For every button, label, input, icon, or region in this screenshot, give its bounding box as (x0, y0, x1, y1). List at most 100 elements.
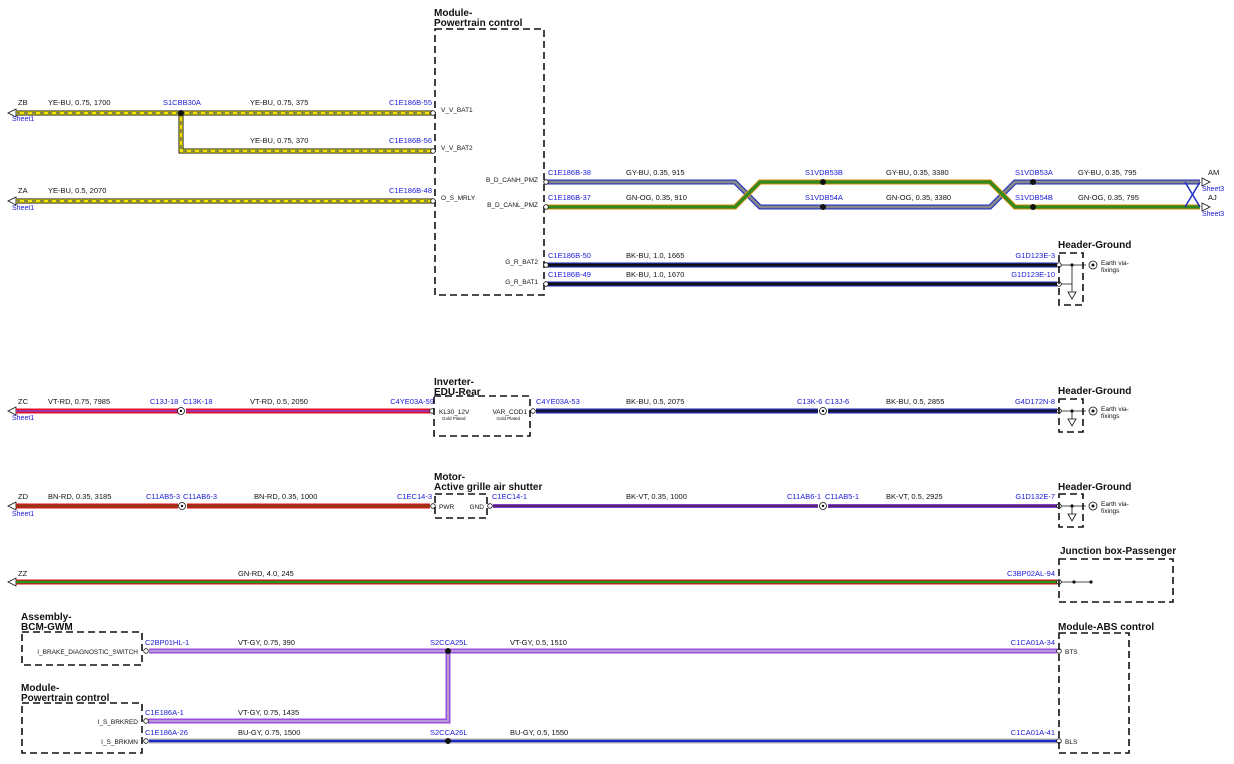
splice-s2cca26l[interactable]: S2CCA26L (430, 728, 468, 744)
connector-c4ye03a-53[interactable]: C4YE03A-53 (530, 397, 580, 414)
pcm-module-brake[interactable]: Module- Powertrain control I_S_BRKRED I_… (21, 683, 143, 754)
offsheet-aj[interactable]: AJ Sheet3 (1201, 193, 1224, 218)
wire-label-canl-1: GN-OG, 0.35, 910 (626, 193, 687, 202)
earth-label-1: Earth via- (1101, 260, 1129, 267)
offsheet-arrow-icon (7, 577, 17, 587)
connector-label: C1CA01A-34 (1011, 638, 1055, 647)
wire-inline-motor[interactable]: BN-RD, 0.35, 1000 (187, 492, 430, 509)
splice-label: S1VDB54A (805, 193, 843, 202)
wire-splice-vbat2[interactable]: YE-BU, 0.75, 370 (178, 113, 433, 154)
connector-c1e186b-38[interactable]: C1E186B-38 (543, 168, 591, 185)
splice-s1vdb54b[interactable]: S1VDB54B (1015, 193, 1053, 210)
wire-inverter-inline[interactable]: BK-BU, 0.5, 2075 (536, 397, 818, 414)
wire-label: VT-GY, 0.75, 1435 (238, 708, 299, 717)
wire-inline-ground3[interactable]: BK-VT, 0.5, 2925 (828, 492, 1057, 508)
motor-pin-gnd: GND (470, 504, 485, 511)
inline-connector-c13k-6[interactable]: C13K-6 C13J-6 (797, 397, 849, 415)
connector-c1e186b-48[interactable]: C1E186B-48 (389, 186, 436, 204)
pcm-pin-vbat2: V_V_BAT2 (441, 145, 473, 152)
wire-label-canh-3: GY-BU, 0.35, 795 (1078, 168, 1137, 177)
connector-label: C11AB5-1 (825, 492, 859, 501)
wire-label: VT-RD, 0.75, 7985 (48, 397, 110, 406)
connector-c1ec14-1[interactable]: C1EC14-1 (487, 492, 527, 509)
wire-zz-jbox[interactable]: GN-RD, 4.0, 245 (16, 569, 1057, 585)
connector-c1e186b-37[interactable]: C1E186B-37 (543, 193, 591, 210)
offsheet-am[interactable]: AM Sheet3 (1201, 168, 1224, 193)
header-ground-title: Header-Ground (1058, 386, 1131, 397)
pcm-module-title-1: Module- (434, 8, 472, 19)
connector-label: C11AB6-3 (183, 492, 217, 501)
offsheet-aj-id: AJ (1208, 193, 1217, 202)
inverter-module[interactable]: Inverter- EDU-Rear KL30_12V Gold Plated … (433, 377, 531, 437)
wire-pcm-brkmn-splice[interactable]: BU-GY, 0.75, 1500 (149, 728, 448, 744)
splice-s1vdb53b[interactable]: S1VDB53B (805, 168, 843, 185)
wire-bcm-splice[interactable]: VT-GY, 0.75, 390 (149, 638, 448, 654)
connector-c1e186a-26[interactable]: C1E186A-26 (143, 728, 188, 744)
connector-c1ec14-3[interactable]: C1EC14-3 (397, 492, 436, 509)
splice-s1vdb53a[interactable]: S1VDB53A (1015, 168, 1053, 185)
header-ground-boundary (1058, 398, 1084, 433)
ground-symbol-icon (1067, 513, 1077, 522)
wire-zb-splice[interactable]: YE-BU, 0.75, 1700 (16, 98, 181, 116)
pcm-pin-gbat1: G_R_BAT1 (505, 279, 538, 286)
connector-c4ye03a-59[interactable]: C4YE03A-59 (390, 397, 435, 414)
wire-splice-abs-bls[interactable]: BU-GY, 0.5, 1550 (448, 728, 1057, 744)
wire-splice-abs-bts[interactable]: VT-GY, 0.5, 1510 (448, 638, 1057, 654)
wire-label-canh-1: GY-BU, 0.35, 915 (626, 168, 685, 177)
connector-c1e186b-49[interactable]: C1E186B-49 (543, 270, 591, 287)
connector-c1e186a-1[interactable]: C1E186A-1 (143, 708, 184, 724)
connector-c1e186b-50[interactable]: C1E186B-50 (543, 251, 591, 268)
offsheet-arrow-icon (1201, 202, 1211, 212)
connector-label: C1E186B-49 (548, 270, 591, 279)
wire-motor-inline[interactable]: BK-VT, 0.35, 1000 (493, 492, 818, 508)
wire-label: BK-BU, 1.0, 1670 (626, 270, 684, 279)
header-ground-boundary (1058, 252, 1084, 306)
offsheet-arrow-icon (7, 501, 17, 511)
connector-c2bp01hl-1[interactable]: C2BP01HL-1 (143, 638, 190, 654)
junction-box-passenger[interactable]: Junction box-Passenger (1058, 546, 1176, 603)
wire-zc-inline[interactable]: VT-RD, 0.75, 7985 (16, 397, 178, 414)
pcm-module-boundary (434, 28, 545, 296)
wire-inline-inverter[interactable]: VT-RD, 0.5, 2050 (186, 397, 430, 414)
connector-label: C1E186A-26 (145, 728, 188, 737)
abs-module-title: Module-ABS control (1058, 622, 1154, 633)
pcm2-title-2: Powertrain control (21, 693, 110, 704)
splice-s1cbb30a[interactable]: S1CBB30A (163, 98, 201, 116)
abs-module[interactable]: Module-ABS control BTS BLS (1058, 622, 1154, 754)
wire-splice-pcm-brkred[interactable]: VT-GY, 0.75, 1435 (148, 651, 451, 724)
wire-gbat1[interactable]: BK-BU, 1.0, 1670 (546, 270, 1057, 287)
splice-label: S1VDB53A (1015, 168, 1053, 177)
inline-connector-c11ab5-3[interactable]: C11AB5-3 C11AB6-3 (146, 492, 217, 510)
wire-zd-inline[interactable]: BN-RD, 0.35, 3185 (16, 492, 178, 509)
inline-connector-c11ab6-1[interactable]: C11AB6-1 C11AB5-1 (787, 492, 859, 510)
wire-za-mrly[interactable]: YE-BU, 0.5, 2070 (16, 186, 433, 204)
abs-module-boundary (1058, 632, 1130, 754)
pcm-pin-canl: B_D_CANL_PMZ (487, 202, 538, 209)
wire-label: YE-BU, 0.75, 370 (250, 136, 308, 145)
pcm-pin-mrly: O_S_MRLY (441, 195, 476, 202)
pcm-module[interactable]: Module- Powertrain control V_V_BAT1 V_V_… (434, 8, 545, 296)
connector-label: C1E186A-1 (145, 708, 184, 717)
connector-c1e186b-56[interactable]: C1E186B-56 (389, 136, 436, 154)
pcm2-pin-brkred: I_S_BRKRED (98, 719, 139, 726)
bcm-gwm-module[interactable]: Assembly- BCM-GWM I_BRAKE_DIAGNOSTIC_SWI… (21, 612, 143, 666)
header-ground-1[interactable]: Header-Ground Earth via- fixings (1058, 240, 1131, 306)
wire-inline-ground2[interactable]: BK-BU, 0.5, 2855 (828, 397, 1057, 414)
header-ground-3[interactable]: Header-Ground Earth via- fixings (1058, 482, 1131, 528)
inline-connector-c13j-18[interactable]: C13J-18 C13K-18 (150, 397, 213, 415)
connector-label: C1CA01A-41 (1011, 728, 1055, 737)
earth-label-1: Earth via- (1101, 501, 1129, 508)
wire-splice-vbat1[interactable]: YE-BU, 0.75, 375 (181, 98, 433, 116)
connector-label: C1E186B-48 (389, 186, 432, 195)
motor-module[interactable]: Motor- Active grille air shutter PWR GND (434, 472, 542, 519)
header-ground-2[interactable]: Header-Ground Earth via- fixings (1058, 386, 1131, 433)
abs-pin-bts: BTS (1065, 649, 1078, 656)
splice-s1vdb54a[interactable]: S1VDB54A (805, 193, 843, 210)
offsheet-am-id: AM (1208, 168, 1219, 177)
splice-s2cca25l[interactable]: S2CCA25L (430, 638, 468, 654)
inverter-pin-kl30: KL30_12V (439, 409, 470, 416)
connector-c1e186b-55[interactable]: C1E186B-55 (389, 98, 436, 116)
connector-label: G1D132E-7 (1015, 492, 1055, 501)
wire-gbat2[interactable]: BK-BU, 1.0, 1665 (546, 251, 1057, 268)
connector-label: C1E186B-37 (548, 193, 591, 202)
